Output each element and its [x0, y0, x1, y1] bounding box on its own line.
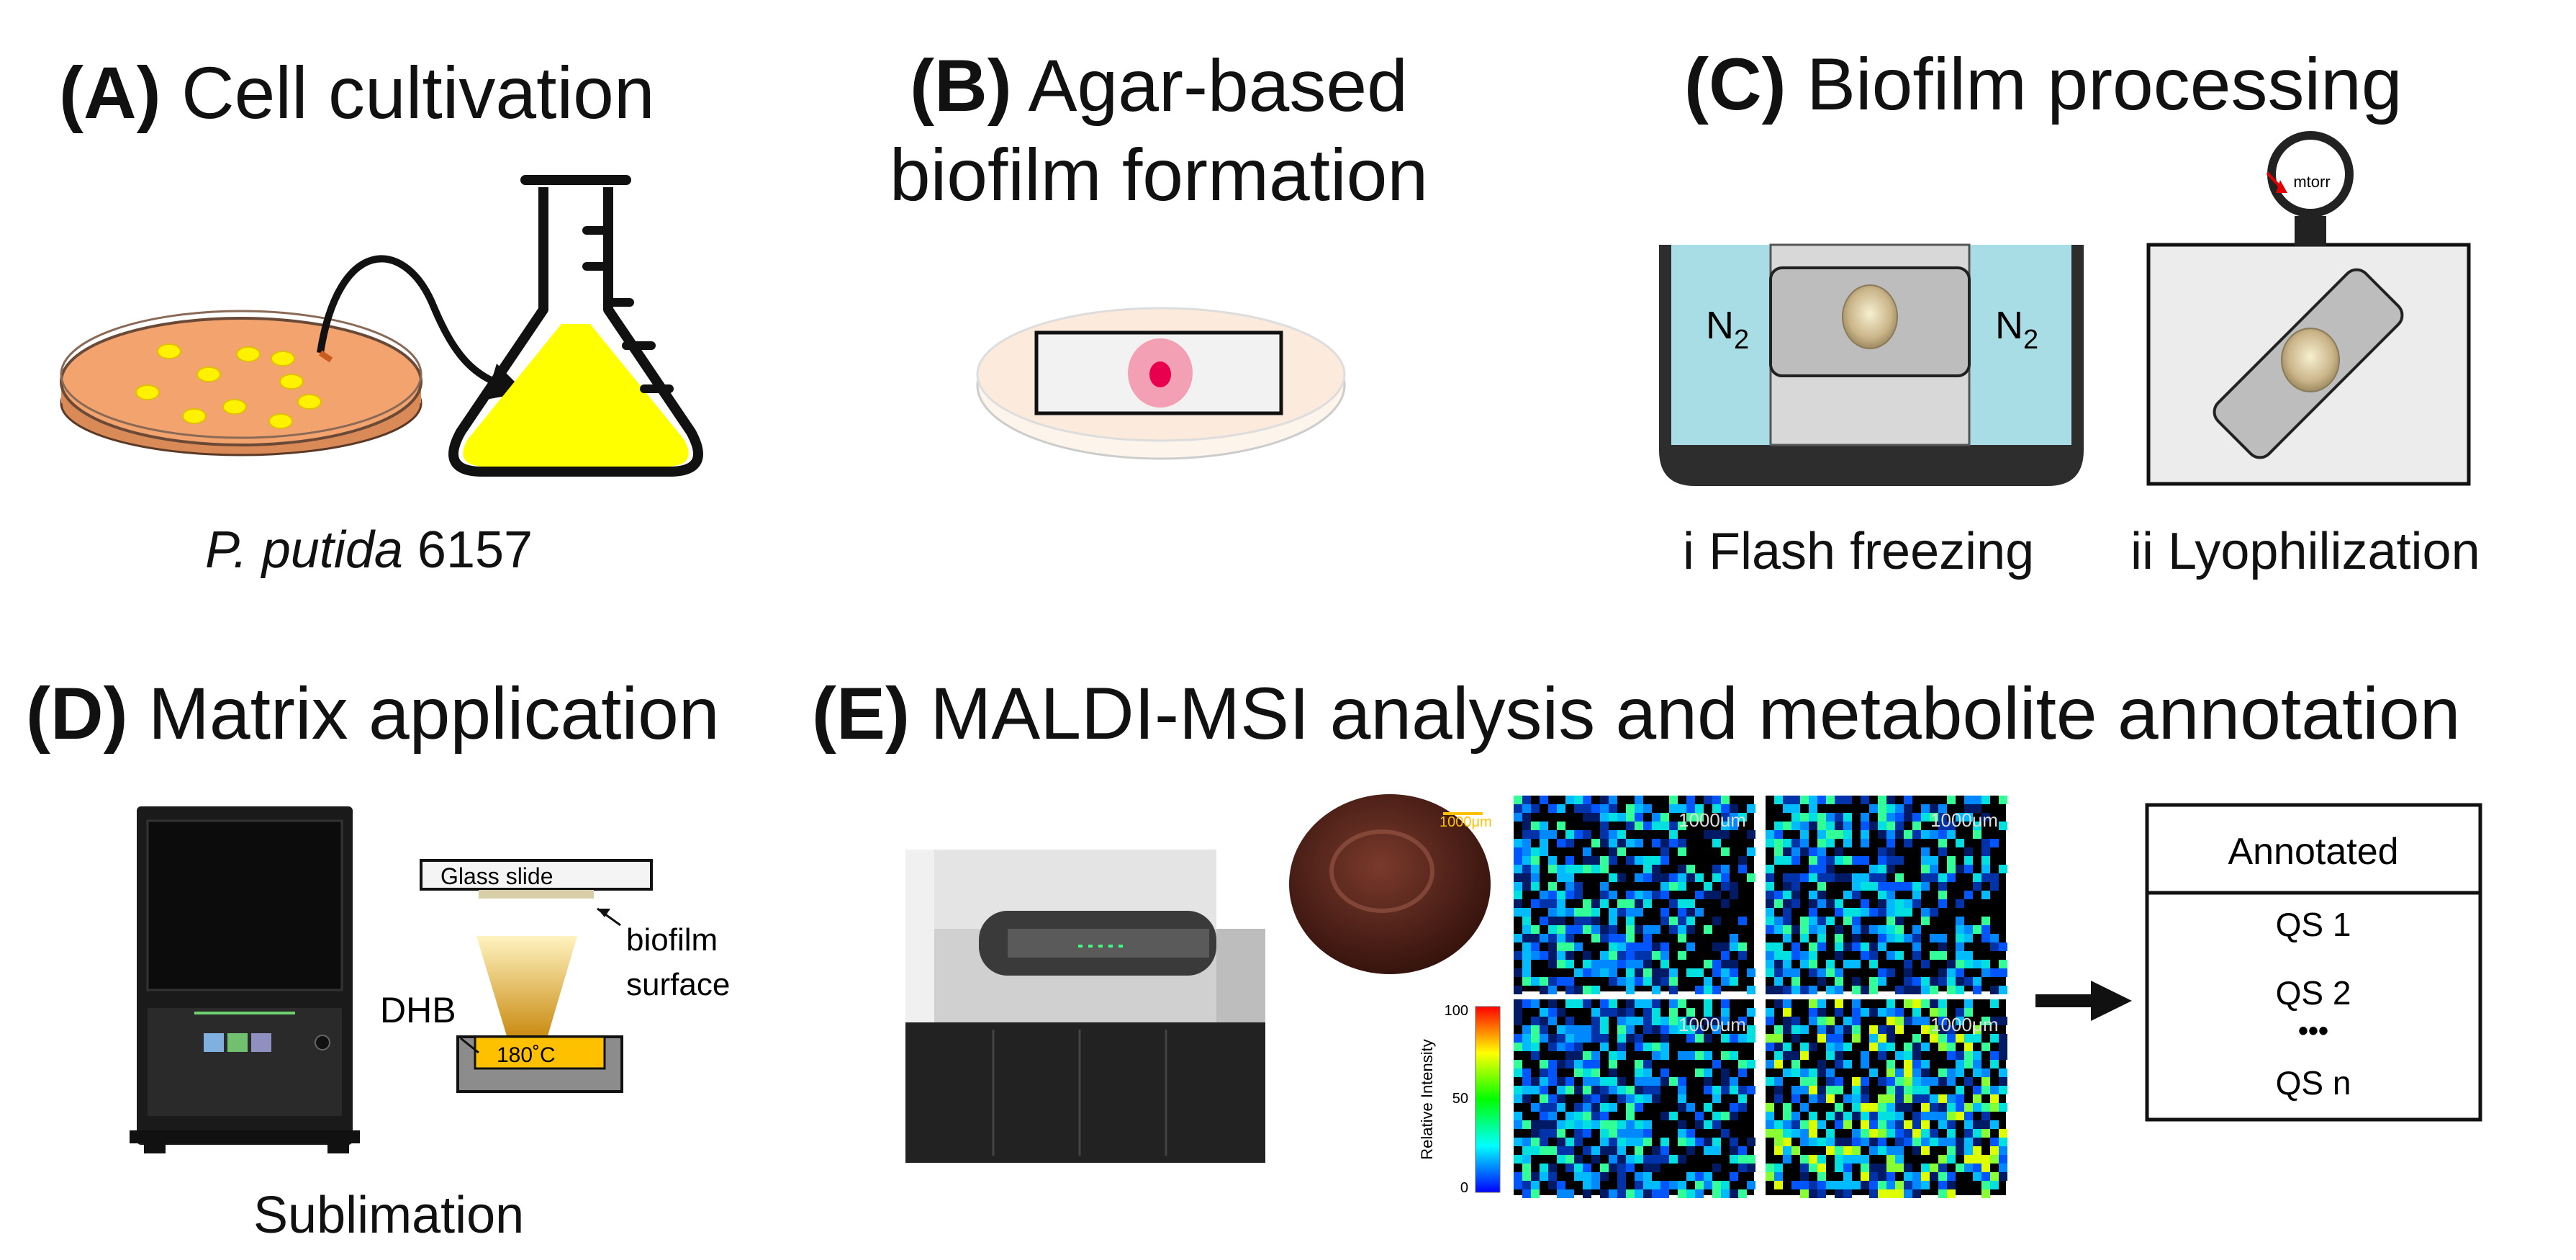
- panel-b-title-line1: Agar-based: [1028, 45, 1408, 127]
- colorbar-label: Relative Intensity: [1418, 1039, 1436, 1160]
- glass-slide-label: Glass slide: [440, 863, 553, 889]
- panel-b-title-line2: biofilm formation: [889, 134, 1429, 216]
- panel-d-letter: (D): [26, 672, 128, 755]
- sublimation-instrument: [130, 806, 360, 1153]
- ion-image-2: [1766, 796, 2007, 994]
- table-row-qs2: QS 2: [2276, 974, 2351, 1012]
- panel-b-letter: (B): [910, 45, 1012, 127]
- panel-a-species: P. putida: [205, 521, 403, 579]
- intensity-colorbar: [1475, 1006, 1501, 1193]
- ion-image-3-scale: 1000um: [1678, 1014, 1746, 1035]
- panel-d-title-text: Matrix application: [148, 672, 720, 755]
- panel-e-title: (E) MALDI-MSI analysis and metabolite an…: [812, 677, 2460, 750]
- nitrogen-label-left: N2: [1706, 304, 1749, 355]
- optical-image: [1288, 794, 1491, 979]
- panel-c-title: (C) Biofilm processing: [1684, 48, 2403, 121]
- dhb-label: DHB: [380, 990, 456, 1030]
- colorbar-tick-0: 0: [1460, 1180, 1468, 1196]
- flash-freezing-bath: [1659, 243, 2084, 486]
- petri-dish-colonies: [60, 310, 422, 456]
- panel-a-title: (A) Cell cultivation: [59, 56, 655, 130]
- panel-d-caption: Sublimation: [253, 1187, 525, 1244]
- ion-image-4-scale: 1000μm: [1930, 1014, 1998, 1035]
- panel-d-title: (D) Matrix application: [26, 677, 720, 750]
- biofilm-label-line2: surface: [626, 967, 730, 1002]
- panel-b-title: (B) Agar-based biofilm formation: [849, 49, 1468, 212]
- table-header: Annotated: [2228, 831, 2398, 873]
- table-row-qsn: QS n: [2276, 1064, 2351, 1102]
- erlenmeyer-flask: [448, 175, 703, 477]
- gauge-unit-label: mtorr: [2293, 173, 2330, 191]
- colorbar-tick-100: 100: [1445, 1003, 1468, 1019]
- biofilm-label-line1: biofilm: [626, 922, 718, 958]
- nitrogen-label-right: N2: [1995, 304, 2038, 355]
- panel-c-caption-ii: ii Lyophilization: [2130, 523, 2480, 580]
- agar-plate-slide: [976, 307, 1346, 460]
- colorbar-tick-50: 50: [1452, 1091, 1468, 1107]
- panel-c-caption-i: i Flash freezing: [1683, 523, 2035, 580]
- table-row-qs1: QS 1: [2276, 906, 2351, 943]
- ion-image-1-scale: 1000um: [1678, 809, 1746, 831]
- ion-image-4: [1766, 999, 2007, 1198]
- ion-image-2-scale: 1000um: [1930, 809, 1998, 831]
- maldi-instrument: [905, 850, 1265, 1163]
- lyophilization-chamber: [2146, 131, 2471, 486]
- panel-a-letter: (A): [59, 52, 161, 134]
- panel-e-letter: (E): [812, 672, 910, 755]
- ion-image-grid: [1514, 796, 2007, 1198]
- sublimation-diagram: [420, 859, 653, 1093]
- panel-a-title-text: Cell cultivation: [181, 52, 655, 134]
- panel-a-strain: 6157: [402, 521, 533, 579]
- table-row-ellipsis: •••: [2298, 1015, 2328, 1047]
- annotated-table: [2145, 803, 2482, 1122]
- ion-image-1: [1514, 796, 1755, 994]
- panel-a-caption: P. putida 6157: [205, 524, 533, 576]
- result-arrow: [2035, 981, 2132, 1021]
- temperature-label: 180˚C: [497, 1043, 556, 1067]
- panel-e-title-text: MALDI-MSI analysis and metabolite annota…: [930, 672, 2461, 755]
- ion-image-3: [1514, 999, 1755, 1198]
- panel-c-letter: (C): [1684, 43, 1786, 125]
- panel-c-title-text: Biofilm processing: [1806, 43, 2403, 125]
- optical-scale-label: 1000μm: [1440, 814, 1492, 830]
